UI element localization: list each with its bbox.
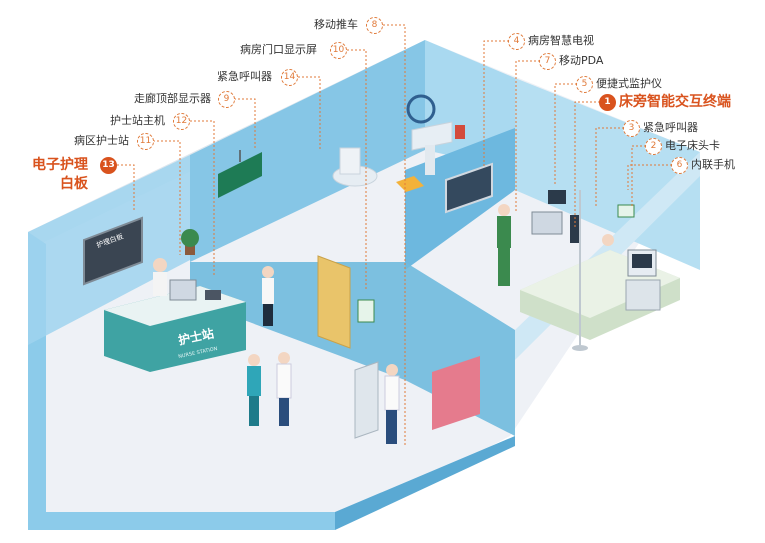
callout-10-badge: 10 [330,42,347,59]
bed-card [617,204,635,218]
station-monitor [169,279,197,301]
callout-8-label: 移动推车 [314,18,358,31]
whiteboard [83,216,143,286]
ward-tv [445,162,493,214]
callout-5-badge: 5 [576,76,593,93]
callout-5-label: 便捷式监护仪 [596,77,662,90]
callout-4-label: 病房智慧电视 [528,34,594,47]
bedside-terminal [531,211,563,235]
callout-2-label: 电子床头卡 [665,139,720,152]
monitor-screen [548,190,566,204]
callout-6-badge: 6 [671,157,688,174]
callout-11-label: 病区护士站 [74,134,129,147]
callout-8-badge: 8 [366,17,383,34]
mirror [406,94,436,124]
callout-3-badge: 3 [623,120,640,137]
toilet-tank [339,147,361,175]
nurse-head [153,258,167,272]
callout-12-label: 护士站主机 [110,114,165,127]
callout-13-label-line2: 白板 [60,176,88,192]
leader-lines [117,24,672,445]
station-host [205,290,221,300]
callout-6-label: 内联手机 [691,158,735,171]
ward-door [317,255,351,349]
door-display [357,299,375,323]
callout-12-badge: 12 [173,113,190,130]
sink [411,121,453,151]
terminal-arm [570,215,580,243]
mobile-cart [354,361,379,439]
doctor-1 [262,278,274,304]
callout-7-label: 移动PDA [559,54,604,67]
front-wall [335,436,515,530]
towel [455,125,465,139]
callout-4-badge: 4 [508,33,525,50]
callout-13-label: 电子护理 [32,157,88,173]
sink-stand [425,145,435,175]
callout-7-badge: 7 [539,53,556,70]
callout-3-label: 紧急呼叫器 [643,121,698,134]
callout-13-badge: 13 [100,157,117,174]
floor-mat [396,176,424,192]
nurse-body [153,272,167,296]
callout-14-label: 紧急呼叫器 [217,70,272,83]
nurse-2 [247,366,261,396]
plant [181,229,199,247]
callout-2-badge: 2 [645,138,662,155]
doctor-3 [384,375,400,411]
callout-14-badge: 14 [281,69,298,86]
supply-shelf [432,356,480,430]
callout-1-label: 床旁智能交互终端 [619,94,731,110]
callout-10-label: 病房门口显示屏 [240,43,317,56]
callout-1-badge: 1 [599,94,616,111]
callout-11-badge: 11 [137,133,154,150]
doctor-2 [276,363,292,399]
callout-9-label: 走廊顶部显示器 [134,92,211,105]
ward-doctor [497,216,511,248]
corridor-display [218,152,262,198]
callout-9-badge: 9 [218,91,235,108]
